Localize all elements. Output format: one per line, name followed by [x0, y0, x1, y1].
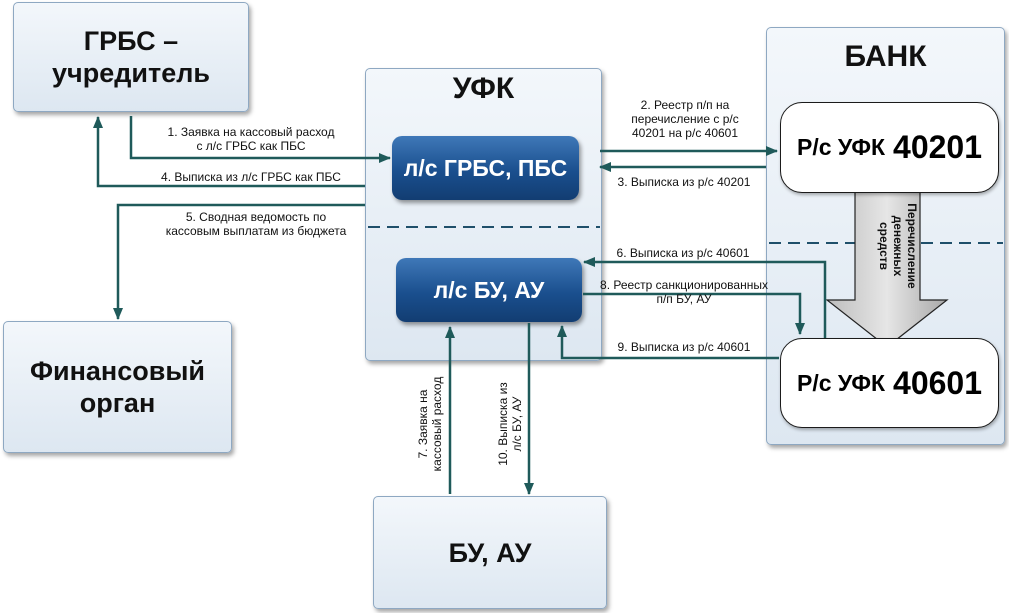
flow-9-label: 9. Выписка из р/с 40601 — [617, 340, 751, 354]
buau-label: БУ, АУ — [448, 537, 532, 568]
fin-organ-box: Финансовый орган — [3, 321, 232, 453]
bank-title: БАНК — [844, 40, 927, 73]
flow-6-label: 6. Выписка из р/с 40601 — [616, 246, 750, 260]
ls-bu-au: л/с БУ, АУ — [396, 258, 582, 322]
grbs-line-2: учредитель — [52, 58, 210, 88]
grbs-box: ГРБС – учредитель — [13, 2, 249, 112]
grbs-line-1: ГРБС – — [83, 26, 179, 56]
ls-grbs-pbs: л/с ГРБС, ПБС — [392, 136, 579, 200]
flow-4-label: 4. Выписка из л/с ГРБС как ПБС — [161, 170, 341, 184]
ufk-title: УФК — [452, 72, 515, 105]
fin-line-1: Финансовый — [29, 356, 206, 386]
fin-line-2: орган — [79, 388, 156, 418]
buau-box: БУ, АУ — [373, 496, 607, 609]
flow-3-label: 3. Выписка из р/с 40201 — [617, 175, 751, 189]
